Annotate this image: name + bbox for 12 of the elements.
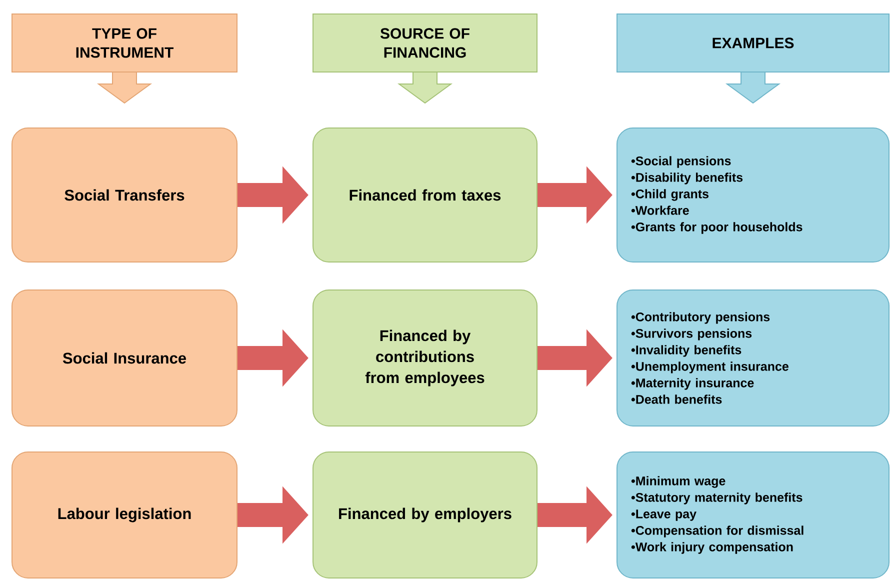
column-header: TYPE OF INSTRUMENT [12, 14, 238, 104]
column-header: EXAMPLES [616, 14, 890, 104]
category-box: Financed by contributions from employees [312, 290, 538, 426]
column-header: SOURCE OF FINANCING [312, 14, 538, 104]
category-box: Financed from taxes [312, 128, 538, 262]
examples-box: •Contributory pensions •Survivors pensions •Invalidity benefits •Unemployment insurance •Maternity insurance •Death benefits [616, 290, 890, 426]
category-box: Labour legislation [12, 452, 238, 578]
category-box: Social Transfers [12, 128, 238, 262]
examples-box: •Minimum wage •Statutory maternity benefits •Leave pay •Compensation for dismissal •Work injury compensation [616, 452, 890, 578]
category-box: Financed by employers [312, 452, 538, 578]
examples-box: •Social pensions •Disability benefits •Child grants •Workfare •Grants for poor households [616, 128, 890, 262]
category-box: Social Insurance [12, 290, 238, 426]
